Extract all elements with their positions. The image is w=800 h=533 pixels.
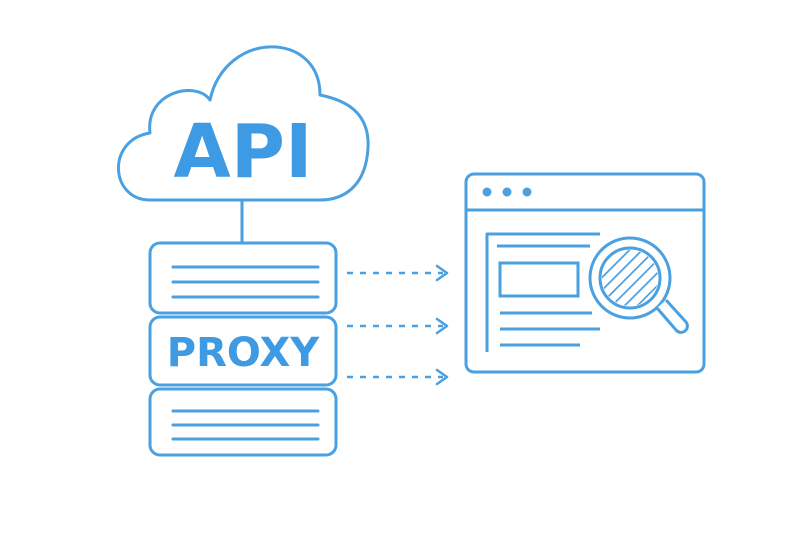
arrow-1 (347, 264, 449, 282)
server-stack-icon: PROXY (148, 241, 338, 457)
arrow-2 (347, 317, 449, 335)
page-image-block (498, 261, 580, 298)
server-unit-middle (148, 315, 338, 387)
server-unit-bottom (148, 387, 338, 457)
magnifier-handle (655, 298, 689, 334)
window-dot-2 (502, 187, 512, 197)
window-dot-3 (522, 187, 532, 197)
cloud-label: API (173, 109, 312, 195)
cloud-icon: API (117, 45, 370, 202)
page-content-frame (485, 232, 600, 352)
server-label: PROXY (167, 330, 321, 376)
server-unit-top (148, 241, 338, 315)
arrow-3 (347, 368, 449, 386)
browser-window-icon (464, 172, 706, 374)
magnifying-glass-icon (588, 236, 689, 334)
window-dot-1 (482, 187, 492, 197)
dashed-arrow-right-icon (347, 264, 449, 386)
browser-frame (464, 172, 706, 374)
